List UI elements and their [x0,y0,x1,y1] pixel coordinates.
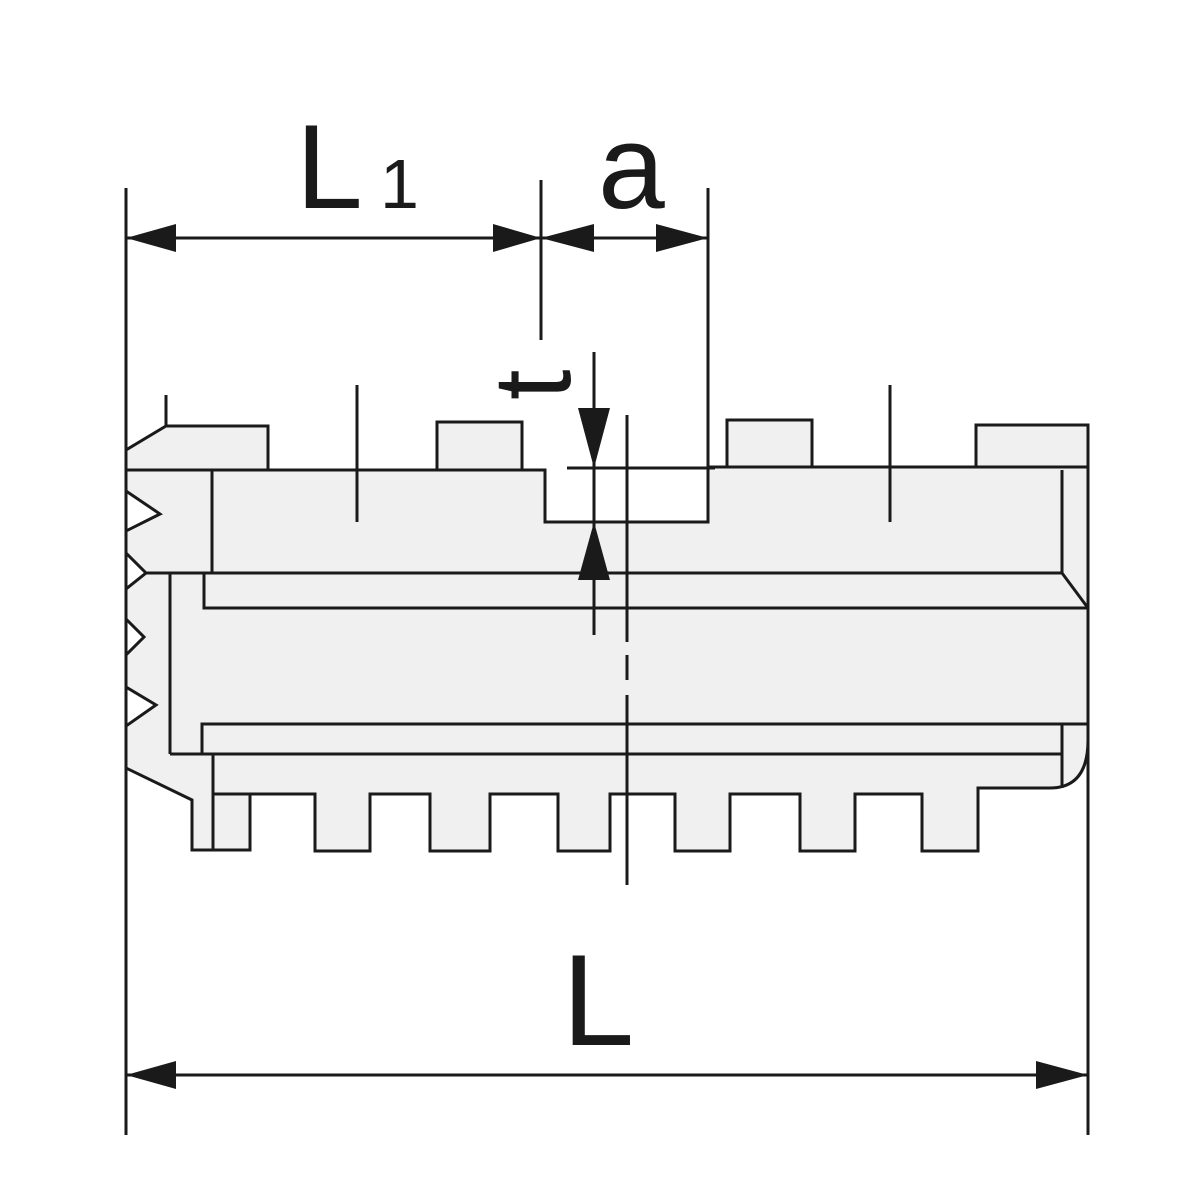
arrow-icon [541,224,594,252]
label-t: t [471,369,594,400]
right-chamfer [1060,572,1090,609]
jaw-body [124,418,1090,853]
label-a: a [598,100,665,234]
bore-lower-step [200,722,1088,754]
label-l: L [562,927,634,1073]
bore-upper-step [202,573,1088,610]
arrow-icon [1036,1061,1088,1089]
arrow-icon [578,408,610,468]
label-l1: L [296,100,363,234]
arrow-icon [656,224,708,252]
arrow-icon [578,522,610,580]
label-l1-subscript: 1 [380,145,419,223]
arrow-icon [493,224,541,252]
arrow-icon [126,1061,176,1089]
arrow-icon [126,224,176,252]
